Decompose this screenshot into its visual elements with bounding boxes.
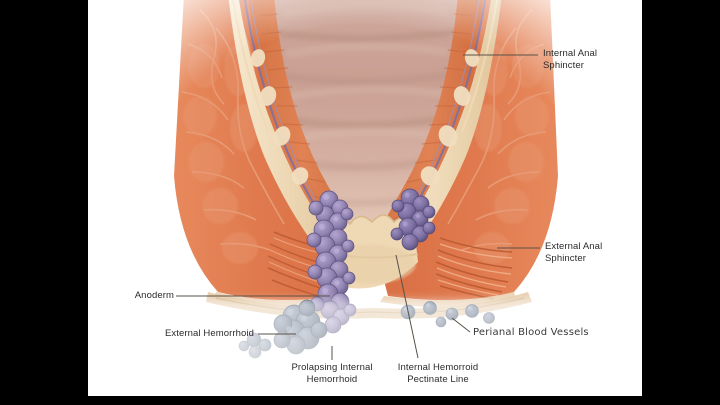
- label-external-anal-sphincter: External Anal Sphincter: [545, 241, 603, 264]
- label-internal-anal-sphincter: Internal Anal Sphincter: [543, 48, 598, 71]
- label-external-hemorrhoid: External Hemorrhoid: [164, 328, 254, 339]
- label-anoderm: Anoderm: [134, 290, 174, 301]
- label-prolapsing-internal-hemorrhoid: Prolapsing Internal Hemorrhoid: [291, 362, 373, 385]
- label-perianal-blood-vessels: Perianal Blood Vessels: [473, 327, 589, 338]
- label-internal-hemorrhoid-pectinate-line: Internal Hemorroid Pectinate Line: [397, 362, 479, 385]
